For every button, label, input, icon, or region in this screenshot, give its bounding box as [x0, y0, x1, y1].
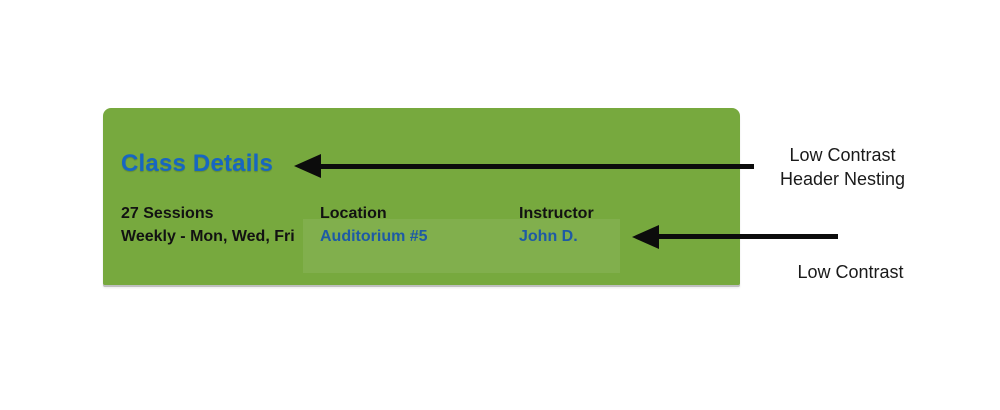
- location-link[interactable]: Auditorium #5: [320, 228, 428, 245]
- arrow-left-icon: [632, 225, 659, 249]
- sessions-schedule-text: Weekly - Mon, Wed, Fri: [121, 228, 295, 245]
- instructor-column: Instructor John D.: [519, 202, 594, 248]
- instructor-link[interactable]: John D.: [519, 228, 578, 245]
- location-column: Location Auditorium #5: [320, 202, 428, 248]
- arrow-shaft: [656, 234, 838, 239]
- card-title: Class Details: [121, 150, 274, 177]
- sessions-count-label: 27 Sessions: [121, 205, 214, 222]
- values-annotation-note: Low Contrast: [768, 260, 933, 284]
- note-line: Low Contrast: [789, 145, 896, 165]
- arrow-left-icon: [294, 154, 321, 178]
- class-details-card: Class Details 27 Sessions Weekly - Mon, …: [103, 108, 740, 285]
- note-line: Low Contrast: [797, 262, 904, 282]
- values-highlight-panel: [303, 219, 620, 273]
- note-line: Header Nesting: [779, 169, 906, 189]
- location-label: Location: [320, 205, 387, 222]
- arrow-shaft: [318, 164, 754, 169]
- sessions-column: 27 Sessions Weekly - Mon, Wed, Fri: [121, 202, 295, 248]
- instructor-label: Instructor: [519, 205, 594, 222]
- title-annotation-note: Low Contrast Header Nesting: [760, 143, 925, 191]
